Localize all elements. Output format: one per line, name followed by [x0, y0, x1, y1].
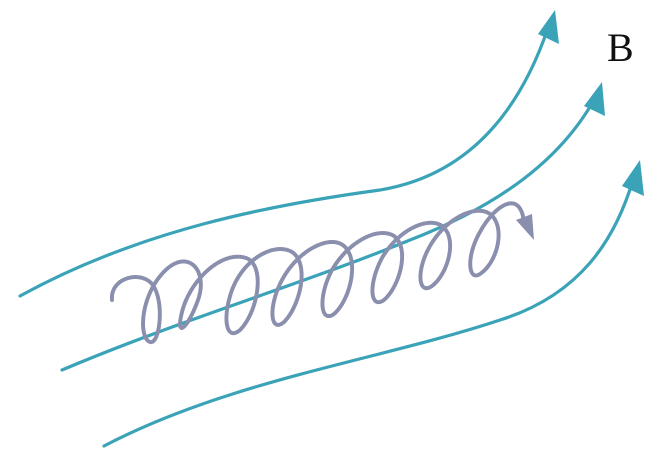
helical-trajectory [112, 203, 524, 342]
helical-trajectory-arrowhead [516, 214, 534, 240]
field-line-upper-arrowhead [538, 10, 559, 44]
field-line-upper [20, 28, 548, 296]
field-line-lower-arrowhead [622, 160, 644, 196]
field-label-b: B [607, 28, 634, 68]
